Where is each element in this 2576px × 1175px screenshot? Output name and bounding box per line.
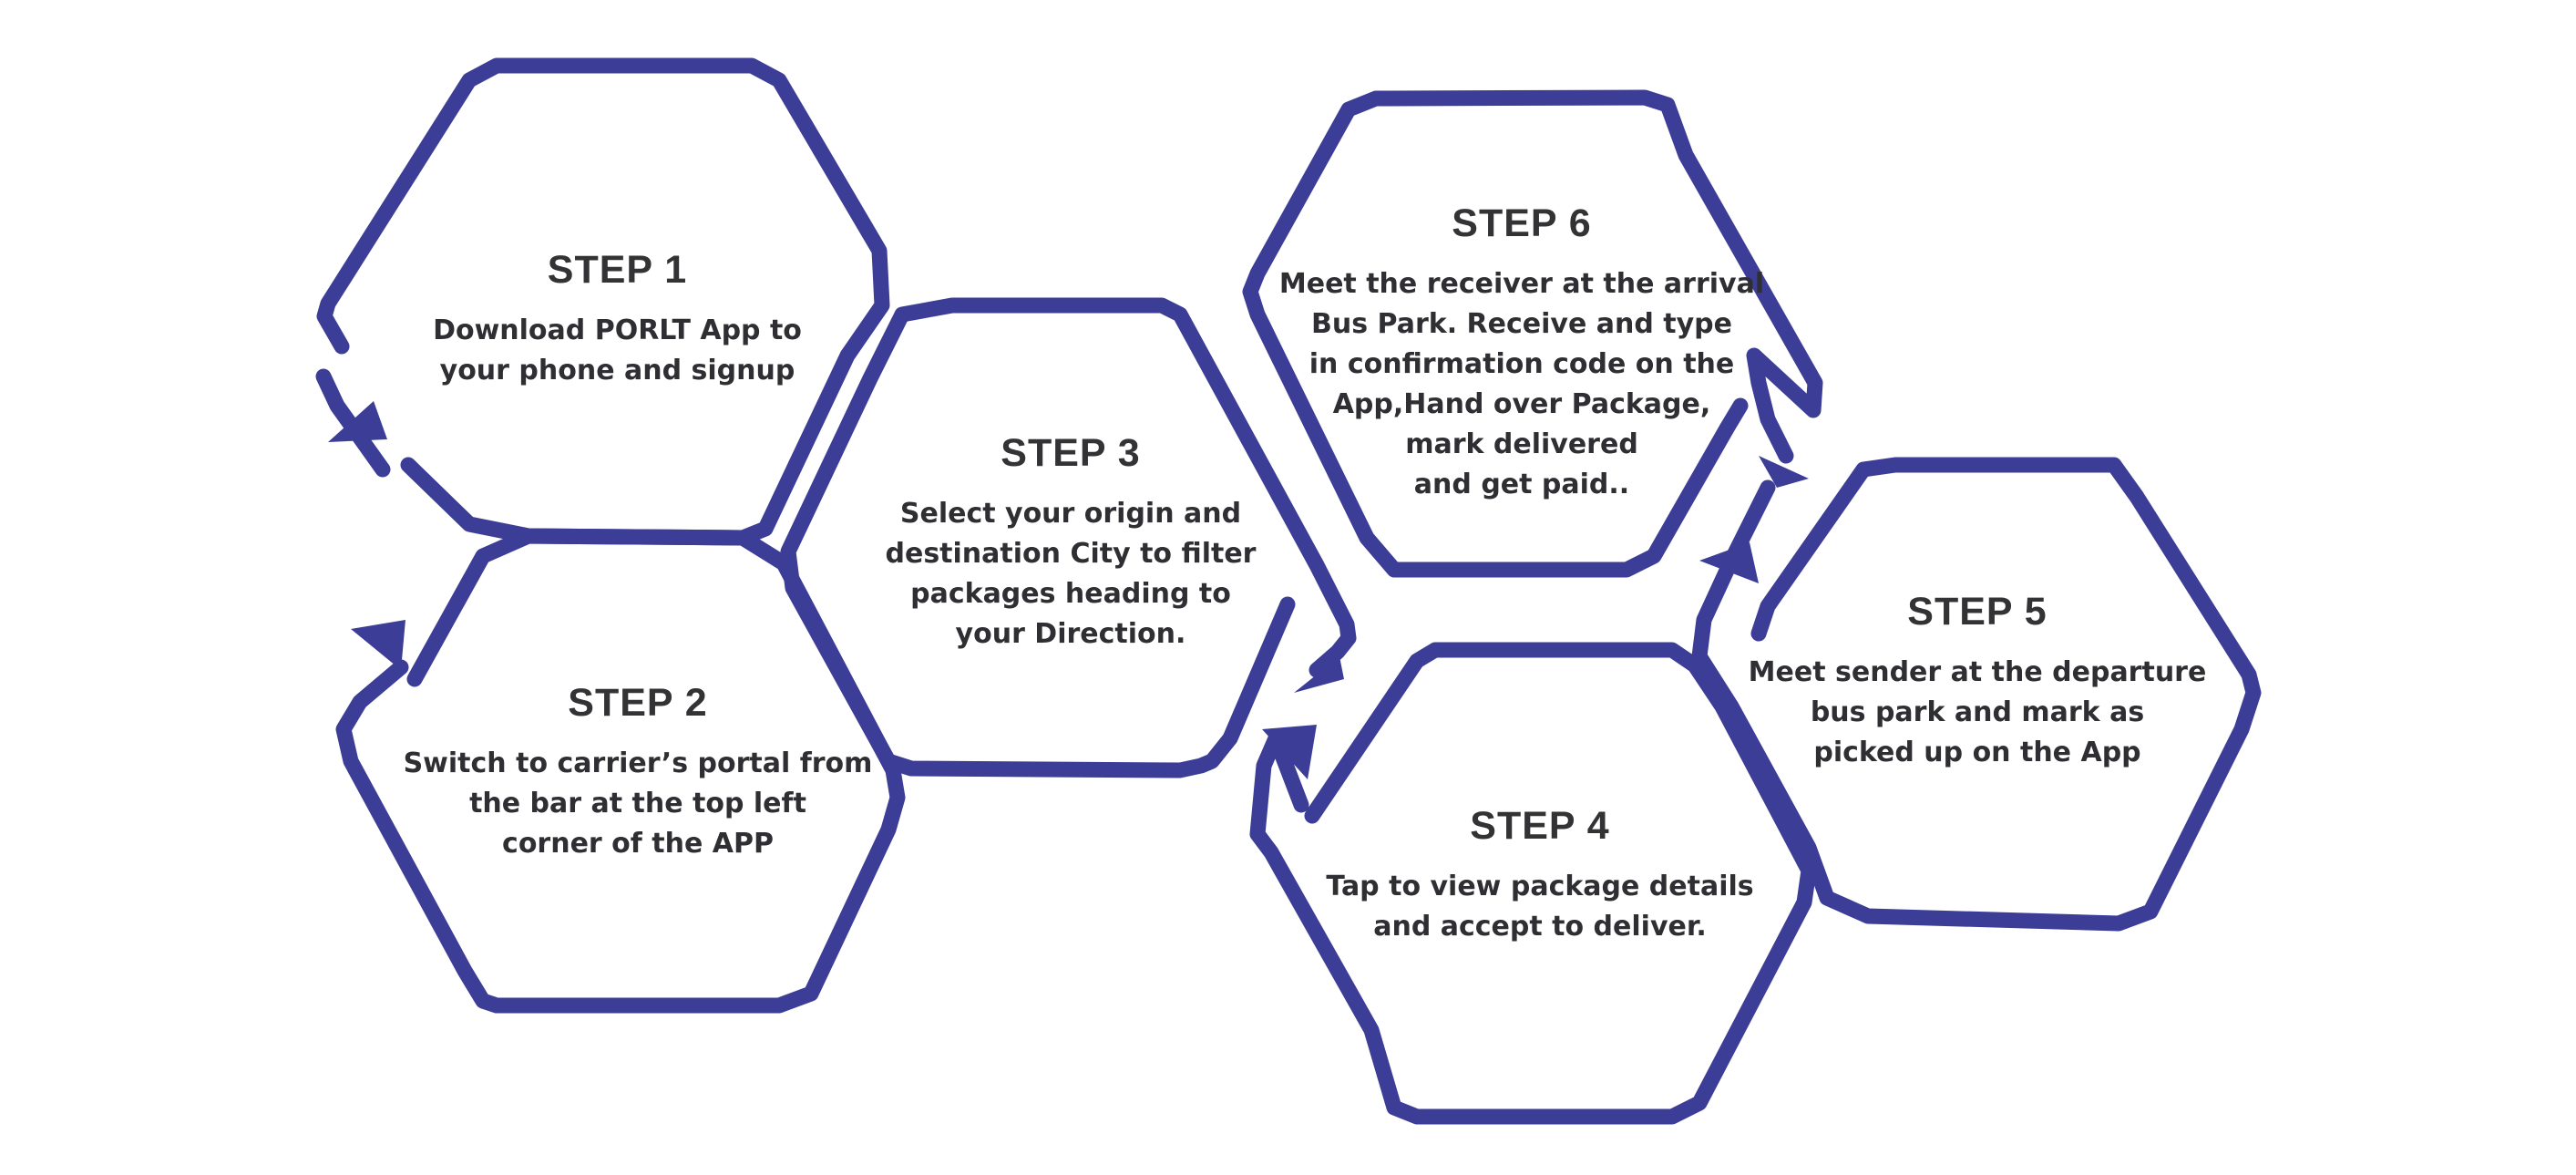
step-4-description: Tap to view package details and accept t…	[1326, 867, 1753, 947]
step-2: STEP 2 Switch to carrier’s portal from t…	[396, 670, 879, 875]
arrowhead-into-step-4	[1294, 656, 1344, 693]
step-3-line: Select your origin and	[899, 497, 1242, 530]
arrowhead-into-step-5	[1262, 725, 1317, 779]
step-3-line: destination City to filter	[885, 537, 1257, 570]
step-3-description: Select your origin and destination City …	[886, 494, 1257, 654]
step-3-title: STEP 3	[1001, 430, 1141, 475]
step-1-line: Download PORLT App to	[433, 314, 802, 346]
step-3: STEP 3 Select your origin and destinatio…	[861, 419, 1280, 665]
step-3-line: packages heading to	[910, 577, 1231, 610]
arrowhead-into-step-2	[328, 401, 387, 442]
step-6-line: and get paid..	[1413, 469, 1630, 500]
step-5: STEP 5 Meet sender at the departure bus …	[1749, 579, 2207, 784]
step-3-hexagon-outline	[780, 297, 1357, 778]
step-1: STEP 1 Download PORLT App to your phone …	[415, 223, 820, 415]
step-1-title: STEP 1	[547, 247, 688, 292]
step-5-line: bus park and mark as	[1810, 696, 2145, 728]
step-4: STEP 4 Tap to view package details and a…	[1317, 798, 1763, 953]
step-1-description: Download PORLT App to your phone and sig…	[433, 311, 802, 391]
arrowhead-step-6-exit	[1759, 456, 1809, 488]
step-3-line: your Direction.	[955, 617, 1186, 650]
arrowhead-into-step-6	[1699, 542, 1759, 583]
step-6-title: STEP 6	[1452, 201, 1592, 245]
step-2-line: Switch to carrier’s portal from	[403, 747, 873, 779]
step-6: STEP 6 Meet the receiver at the arrival …	[1279, 191, 1764, 515]
step-4-line: and accept to deliver.	[1373, 910, 1707, 943]
step-5-description: Meet sender at the departure bus park an…	[1749, 653, 2207, 773]
step-2-line: the bar at the top left	[469, 788, 806, 819]
step-2-title: STEP 2	[568, 681, 708, 725]
step-4-line: Tap to view package details	[1326, 870, 1754, 902]
step-5-title: STEP 5	[1907, 590, 2047, 634]
step-6-description: Meet the receiver at the arrival Bus Par…	[1279, 264, 1764, 505]
step-5-line: Meet sender at the departure	[1748, 656, 2207, 688]
step-2-description: Switch to carrier’s portal from the bar …	[404, 744, 873, 864]
step-6-line: mark delivered	[1405, 428, 1638, 460]
step-5-line: picked up on the App	[1813, 737, 2141, 768]
step-4-hexagon-outline	[1249, 642, 1817, 1125]
step-2-hexagon-outline	[335, 528, 906, 1014]
step-2-line: corner of the APP	[502, 828, 774, 860]
step-6-line: Meet the receiver at the arrival	[1278, 268, 1765, 300]
step-6-line: in confirmation code on the	[1309, 348, 1735, 380]
arrowhead-into-step-3	[351, 620, 405, 670]
step-1-line: your phone and signup	[439, 354, 795, 387]
step-5-hexagon-outline	[1691, 457, 2262, 932]
step-6-line: Bus Park. Receive and type	[1311, 308, 1732, 340]
step-4-title: STEP 4	[1470, 803, 1610, 848]
step-6-line: App,Hand over Package,	[1332, 388, 1711, 420]
step-6-hexagon-outline	[1242, 89, 1823, 578]
